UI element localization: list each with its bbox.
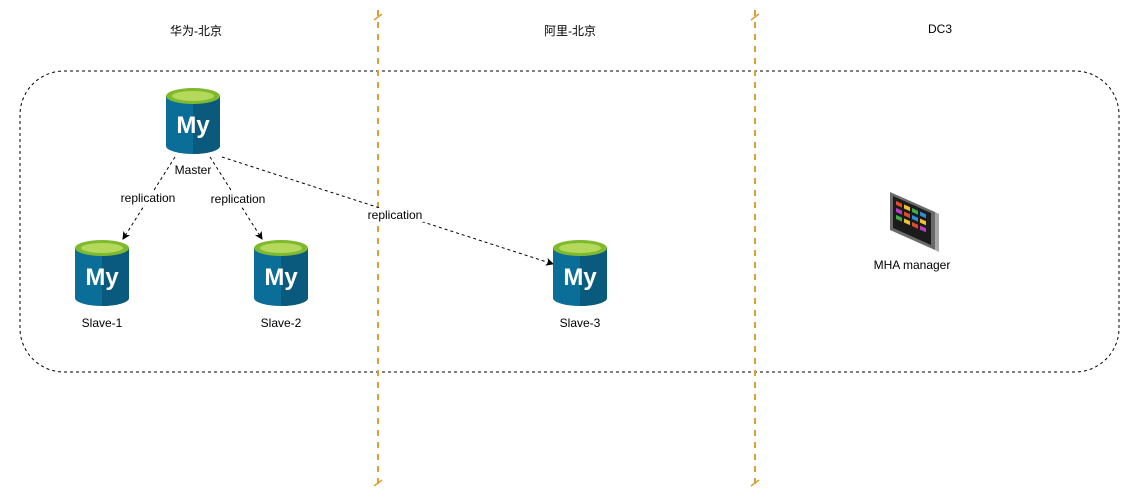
edge-label: replication (366, 208, 424, 222)
edge-label: replication (209, 192, 267, 206)
master-label: Master (174, 163, 212, 177)
manager-label: MHA manager (873, 258, 951, 272)
region-label: 华为-北京 (170, 24, 222, 38)
mysql-icon (553, 240, 607, 306)
slave3-label: Slave-3 (559, 316, 601, 330)
slave2-label: Slave-2 (260, 316, 302, 330)
divider-ticks (373, 13, 760, 487)
region-label: DC3 (927, 22, 953, 36)
edge-master-slave3 (221, 156, 554, 266)
monitor-icon (890, 192, 939, 252)
edge-label: replication (119, 191, 177, 205)
slave1-label: Slave-1 (81, 316, 123, 330)
region-label: 阿里-北京 (544, 24, 596, 38)
cluster-boundary (19, 70, 1120, 373)
mysql-icon (75, 240, 129, 306)
mysql-icon (254, 240, 308, 306)
mysql-icon (166, 88, 220, 154)
